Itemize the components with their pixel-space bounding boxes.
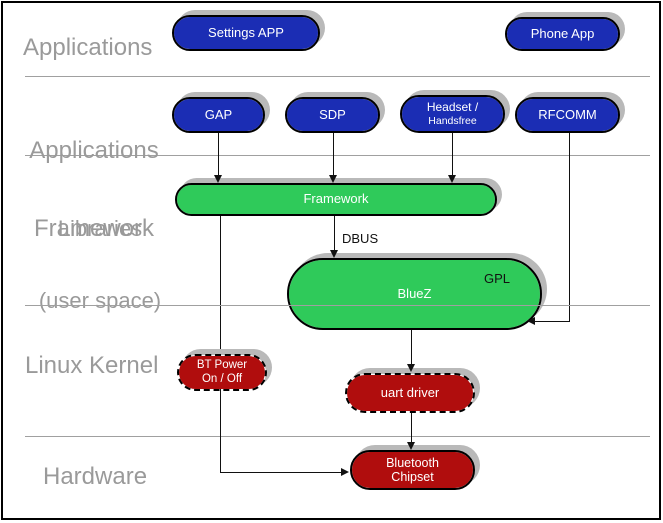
node-phone-app: Phone App: [505, 17, 620, 51]
node-label-line: Chipset: [391, 470, 434, 484]
node-label: uart driver: [380, 384, 440, 400]
arrowhead-icon: [214, 175, 222, 183]
layer-divider-kernel: [25, 436, 650, 437]
layer-divider-libraries: [25, 305, 650, 306]
node-label-line: Headset /: [426, 100, 479, 115]
node-label: SDP: [319, 106, 346, 122]
arrowhead-icon: [448, 175, 456, 183]
layer-label-linux-kernel: Linux Kernel: [25, 352, 159, 379]
node-bluetooth-chipset: Bluetooth Chipset: [350, 450, 475, 490]
layer-label-hardware: Hardware: [43, 463, 148, 490]
edge-rfcomm-to-bluez-vertical: [569, 133, 570, 322]
layer-label-line: Framework: [33, 215, 154, 242]
node-sdp: SDP: [285, 97, 380, 133]
node-label-line: Handsfree: [428, 114, 477, 127]
node-headset-handsfree: Headset / Handsfree: [400, 95, 505, 133]
layer-label-applications-framework: Applications Framework: [19, 86, 169, 294]
node-label-line: On / Off: [201, 372, 243, 385]
node-framework: Framework: [175, 183, 497, 216]
node-label: Framework: [303, 191, 369, 207]
edge-sdp-to-framework: [333, 133, 334, 178]
node-bluez: GPL BlueZ: [287, 258, 542, 330]
node-rfcomm: RFCOMM: [515, 97, 620, 133]
edge-framework-to-bluez: [334, 216, 335, 252]
node-label: Phone App: [530, 25, 595, 41]
arrowhead-icon: [407, 364, 415, 372]
node-uart-driver: uart driver: [345, 373, 475, 413]
edge-framework-to-chipset-horizontal: [220, 472, 342, 473]
arrowhead-icon: [329, 175, 337, 183]
node-label: GAP: [204, 106, 233, 122]
node-gap: GAP: [172, 97, 265, 133]
arrowhead-icon: [341, 468, 349, 476]
edge-headset-to-framework: [452, 133, 453, 178]
node-label: BlueZ: [397, 285, 432, 301]
edge-label-dbus: DBUS: [342, 231, 379, 246]
layer-label-line: (user space): [38, 288, 162, 313]
edge-uart-to-chipset: [411, 413, 412, 444]
arrowhead-icon: [330, 250, 338, 258]
node-label: RFCOMM: [538, 106, 597, 122]
layer-label-line: Applications: [29, 137, 159, 164]
node-bt-power-on-off: BT Power On / Off: [177, 354, 267, 391]
arrowhead-icon: [407, 442, 415, 450]
layer-label-applications: Applications: [23, 34, 153, 61]
node-label: Settings APP: [208, 24, 284, 40]
layer-divider-framework: [25, 155, 650, 156]
layer-label-line: Libraries: [57, 216, 143, 241]
edge-rfcomm-to-bluez-horizontal: [531, 321, 570, 322]
gpl-license-tag: GPL: [483, 271, 510, 286]
layer-label-libraries-user-space: Libraries (user space): [25, 169, 175, 361]
edge-bluez-to-uart: [411, 330, 412, 366]
node-settings-app: Settings APP: [172, 15, 320, 51]
node-label-line: Bluetooth: [386, 455, 439, 470]
arrowhead-icon: [527, 317, 535, 325]
edge-framework-to-chipset-vertical: [220, 216, 221, 473]
node-label-line: BT Power: [196, 359, 248, 372]
edge-gap-to-framework: [218, 133, 219, 178]
layer-divider-applications: [25, 76, 650, 77]
